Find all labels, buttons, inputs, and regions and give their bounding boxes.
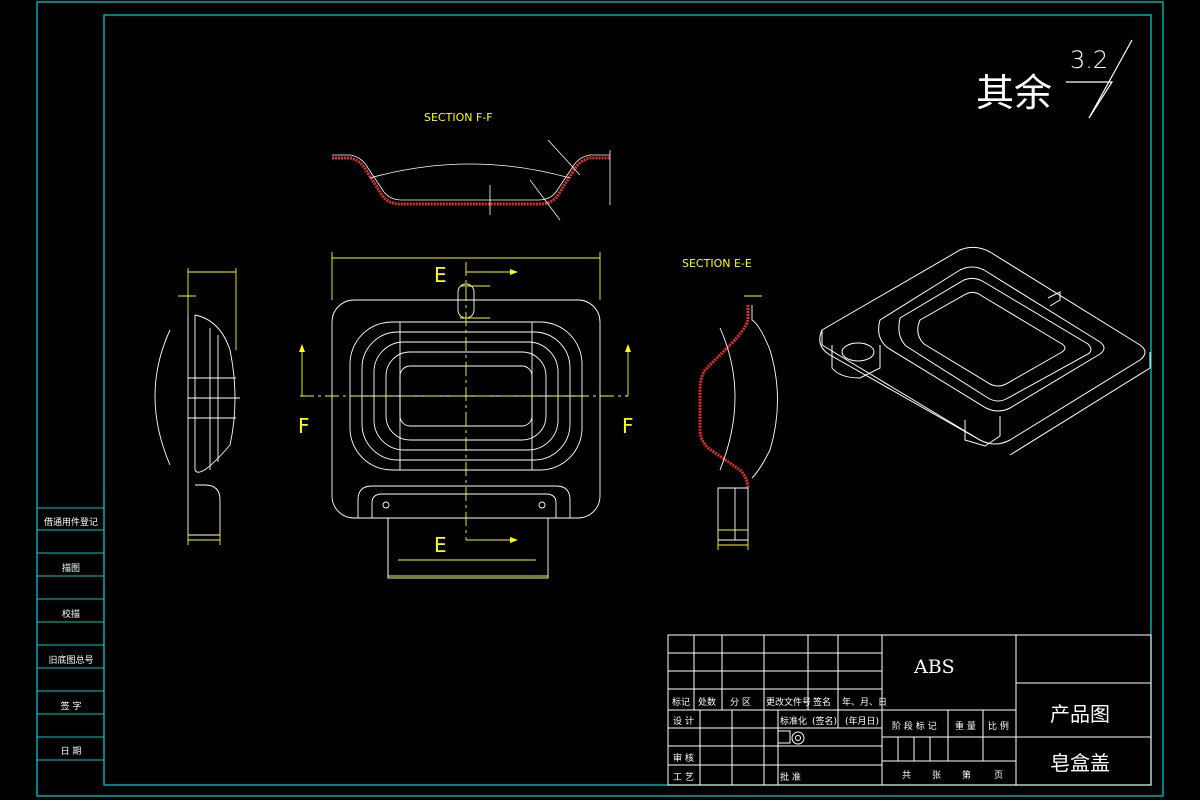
cut-label-f-right: F: [622, 414, 634, 438]
rev-header-date: 年、月、日: [842, 698, 888, 708]
side-label-old-drawing-no: 旧底图总号: [48, 656, 94, 666]
isometric-view: [819, 246, 1151, 456]
drawing-type-label: 产品图: [1050, 702, 1110, 726]
sheet-total-suffix: 张: [932, 771, 942, 781]
inner-border: [103, 14, 1152, 786]
side-label-date: 日 期: [60, 747, 82, 757]
side-label-check-tracing: 校描: [61, 610, 80, 620]
row-approve: 批 准: [780, 773, 801, 783]
side-label-signature: 签 字: [60, 702, 82, 712]
stage-header-weight: 重 量: [955, 722, 976, 732]
sheet-total-prefix: 共: [902, 771, 912, 781]
roughness-symbol: [1066, 39, 1133, 119]
roughness-prefix: 其余: [976, 71, 1053, 115]
arrows: [299, 269, 631, 543]
roughness-value: 3.2: [1070, 46, 1109, 74]
material-label: ABS: [914, 656, 955, 678]
rev-header-mark: 标记: [672, 698, 691, 708]
row-process: 工 艺: [673, 773, 694, 783]
cut-label-e-bottom: E: [434, 533, 447, 557]
outer-border: [36, 1, 1164, 797]
rev-header-zone: 分 区: [730, 698, 751, 708]
side-label-tracing: 描图: [61, 564, 80, 574]
row-standard: 标准化: [780, 717, 808, 727]
rev-header-sign: 签名: [813, 698, 832, 708]
section-ff-title: SECTION F-F: [424, 111, 493, 124]
side-column-grid: [37, 507, 104, 761]
left-side-view: [154, 314, 240, 536]
section-ee-title: SECTION E-E: [682, 257, 752, 270]
cut-label-e-top: E: [434, 263, 447, 287]
date-placeholder: (年月日): [845, 717, 880, 727]
left-side-dims: [178, 268, 237, 545]
cut-label-f-left: F: [298, 414, 310, 438]
sheet-no-suffix: 页: [994, 771, 1004, 781]
side-label-registration: 借通用件登记: [43, 518, 98, 528]
section-ff-view: [332, 139, 611, 221]
sheet-no-prefix: 第: [962, 771, 972, 781]
row-review: 审 核: [673, 754, 694, 764]
sign-placeholder: (签名): [812, 717, 838, 727]
section-ee-dims: [717, 295, 762, 550]
rev-header-count: 处数: [698, 698, 717, 708]
stage-header-mark: 阶 段 标 记: [892, 722, 937, 732]
title-block-logo: [777, 730, 805, 745]
title-block-grid: [667, 634, 1152, 786]
stage-header-scale: 比 例: [988, 722, 1009, 732]
rev-header-change-doc: 更改文件号: [766, 698, 812, 708]
top-view-dimensions: [300, 252, 629, 577]
part-name-label: 皂盒盖: [1050, 751, 1110, 775]
section-ee-view: [698, 305, 778, 541]
row-design: 设 计: [673, 717, 694, 727]
